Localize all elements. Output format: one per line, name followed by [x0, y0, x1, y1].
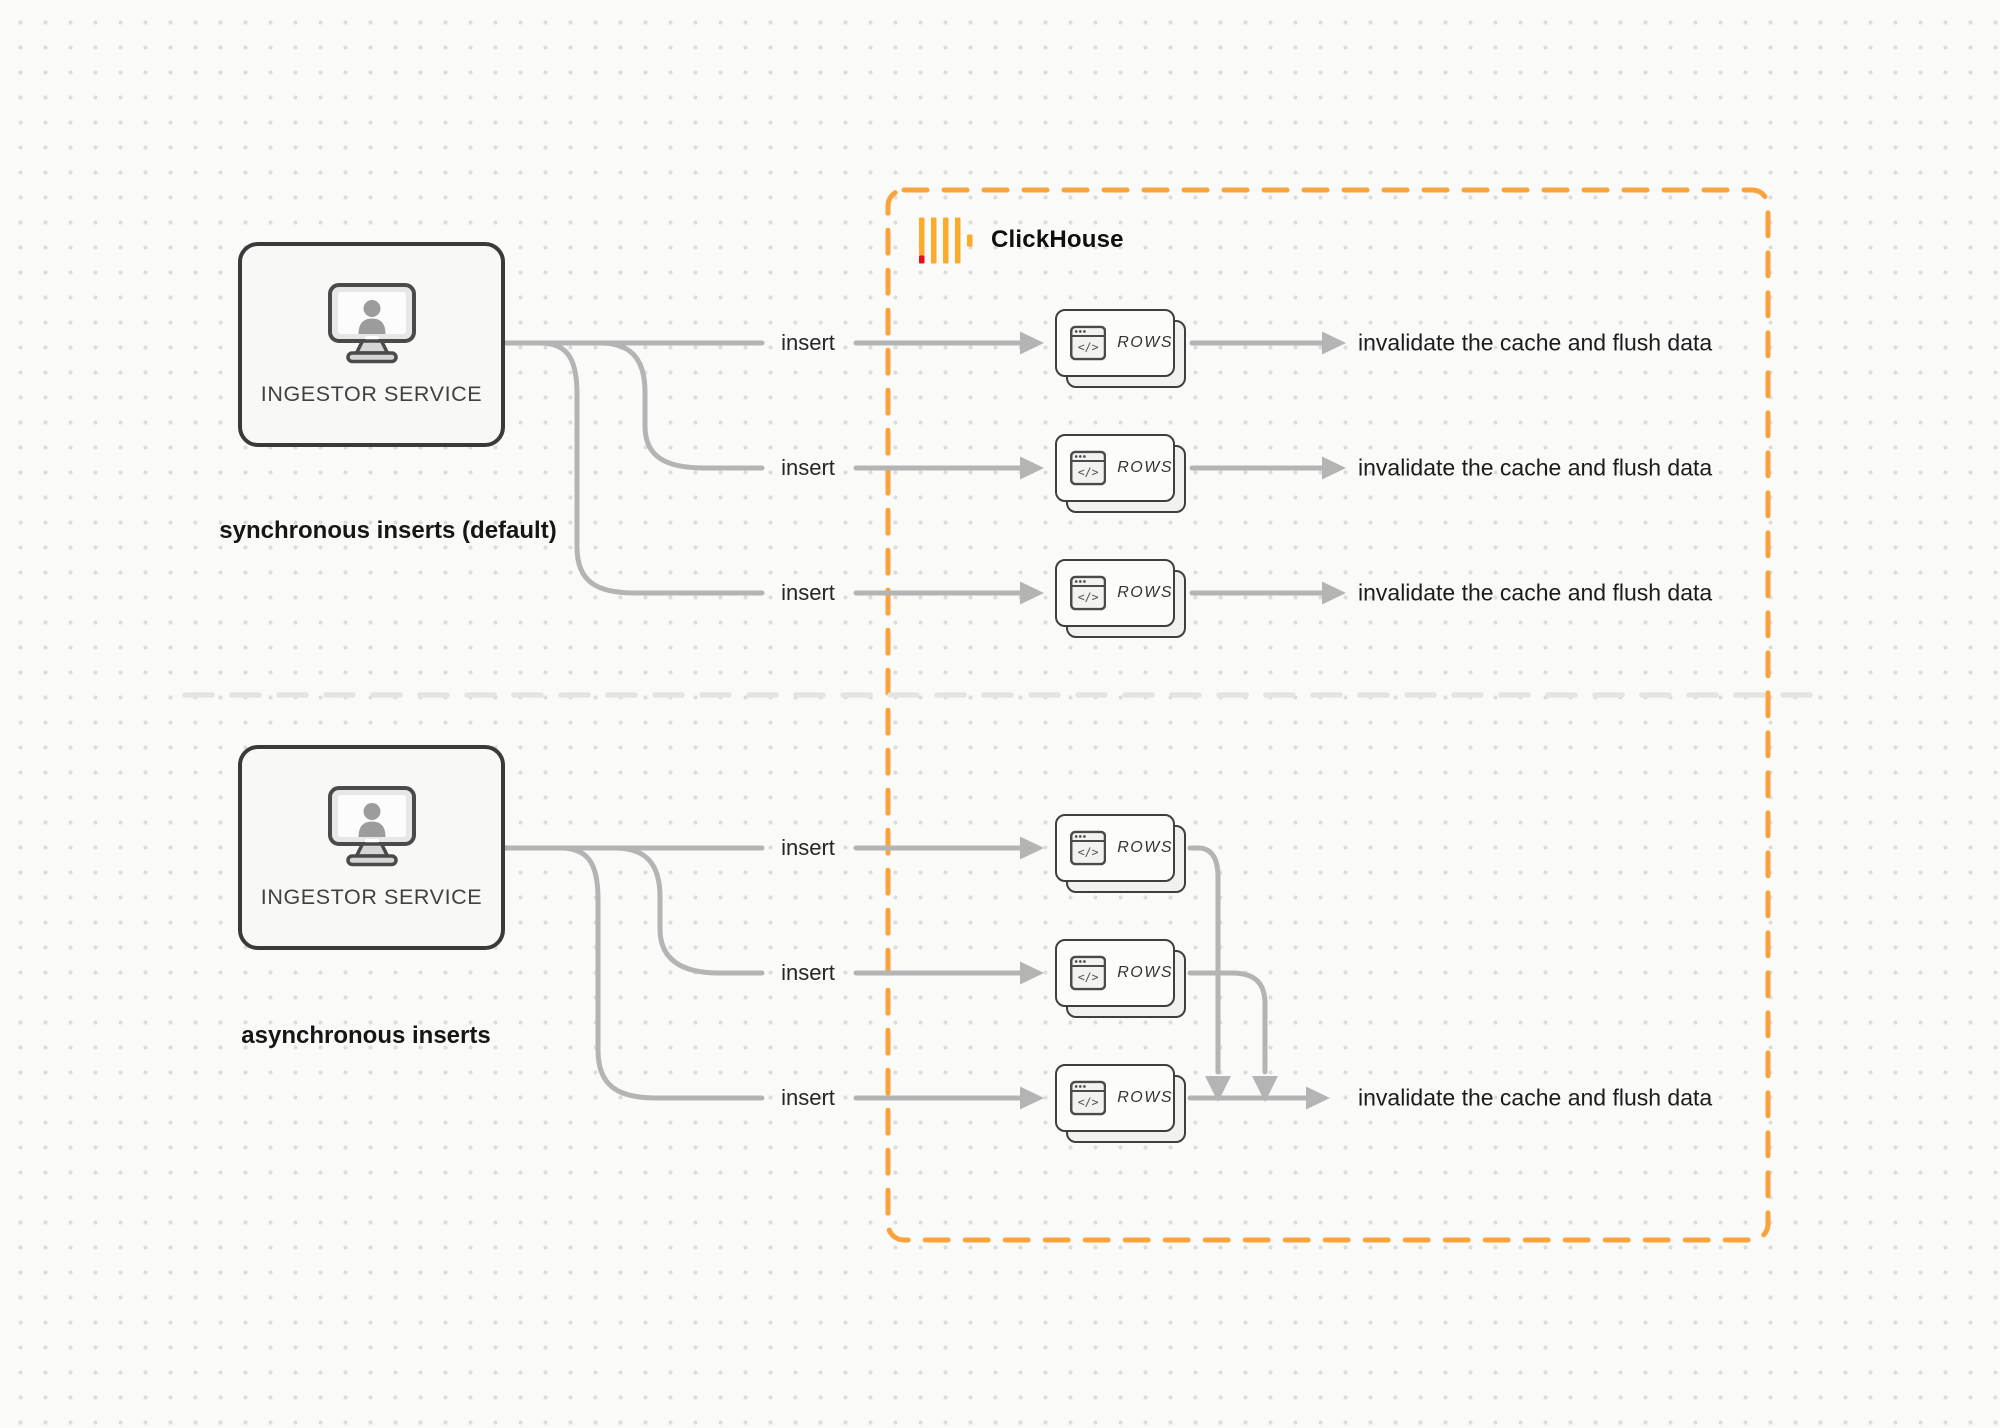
invalidate-label: invalidate the cache and flush data: [1358, 454, 1713, 481]
ingestor-service-node-sync: INGESTOR SERVICE: [238, 242, 505, 447]
code-window-icon: </>: [1070, 1080, 1107, 1116]
code-window-icon: </>: [1070, 955, 1107, 991]
rows-part-node: </> ROWS: [1055, 559, 1188, 638]
invalidate-label: invalidate the cache and flush data: [1358, 1084, 1713, 1111]
rows-label: ROWS: [1117, 1089, 1173, 1106]
person-icon: [358, 300, 385, 334]
rows-card: </> ROWS: [1055, 1064, 1175, 1132]
rows-part-node: </> ROWS: [1055, 1064, 1188, 1143]
ingestor-service-node-async: INGESTOR SERVICE: [238, 745, 505, 950]
rows-label: ROWS: [1117, 584, 1173, 601]
clickhouse-wordmark: ClickHouse: [991, 226, 1124, 253]
insert-label: insert: [781, 960, 835, 985]
insert-label: insert: [781, 580, 835, 605]
clickhouse-logo: ClickHouse: [918, 216, 1124, 264]
insert-label: insert: [781, 330, 835, 355]
clickhouse-logo-icon: [919, 217, 973, 263]
code-glyph: </>: [1078, 340, 1099, 354]
code-glyph: </>: [1078, 845, 1099, 859]
code-window-icon: </>: [1070, 450, 1107, 486]
rows-label: ROWS: [1117, 459, 1173, 476]
rows-part-node: </> ROWS: [1055, 814, 1188, 893]
invalidate-label: invalidate the cache and flush data: [1358, 329, 1713, 356]
caption-synchronous: synchronous inserts (default): [219, 517, 557, 544]
rows-part-node: </> ROWS: [1055, 939, 1188, 1018]
code-glyph: </>: [1078, 590, 1099, 604]
monitor-user-icon: [327, 283, 416, 364]
ingestor-service-label: INGESTOR SERVICE: [260, 885, 483, 909]
rows-part-node: </> ROWS: [1055, 309, 1188, 388]
caption-asynchronous: asynchronous inserts: [241, 1022, 491, 1049]
code-window-icon: </>: [1070, 830, 1107, 866]
insert-label: insert: [781, 455, 835, 480]
code-glyph: </>: [1078, 465, 1099, 479]
code-glyph: </>: [1078, 1095, 1099, 1109]
code-window-icon: </>: [1070, 575, 1107, 611]
rows-card: </> ROWS: [1055, 559, 1175, 627]
rows-label: ROWS: [1117, 839, 1173, 856]
person-icon: [358, 803, 385, 837]
rows-label: ROWS: [1117, 334, 1173, 351]
ingestor-service-label: INGESTOR SERVICE: [260, 382, 483, 406]
async-wires: [502, 836, 1330, 1110]
code-window-icon: </>: [1070, 325, 1107, 361]
sync-wires: [502, 331, 1346, 605]
insert-label: insert: [781, 1085, 835, 1110]
rows-card: </> ROWS: [1055, 434, 1175, 502]
rows-card: </> ROWS: [1055, 309, 1175, 377]
insert-label: insert: [781, 835, 835, 860]
monitor-user-icon: [327, 786, 416, 867]
rows-label: ROWS: [1117, 964, 1173, 981]
code-glyph: </>: [1078, 970, 1099, 984]
invalidate-label: invalidate the cache and flush data: [1358, 579, 1713, 606]
rows-card: </> ROWS: [1055, 814, 1175, 882]
rows-card: </> ROWS: [1055, 939, 1175, 1007]
clickhouse-boundary-box: [885, 187, 1771, 1243]
rows-part-node: </> ROWS: [1055, 434, 1188, 513]
